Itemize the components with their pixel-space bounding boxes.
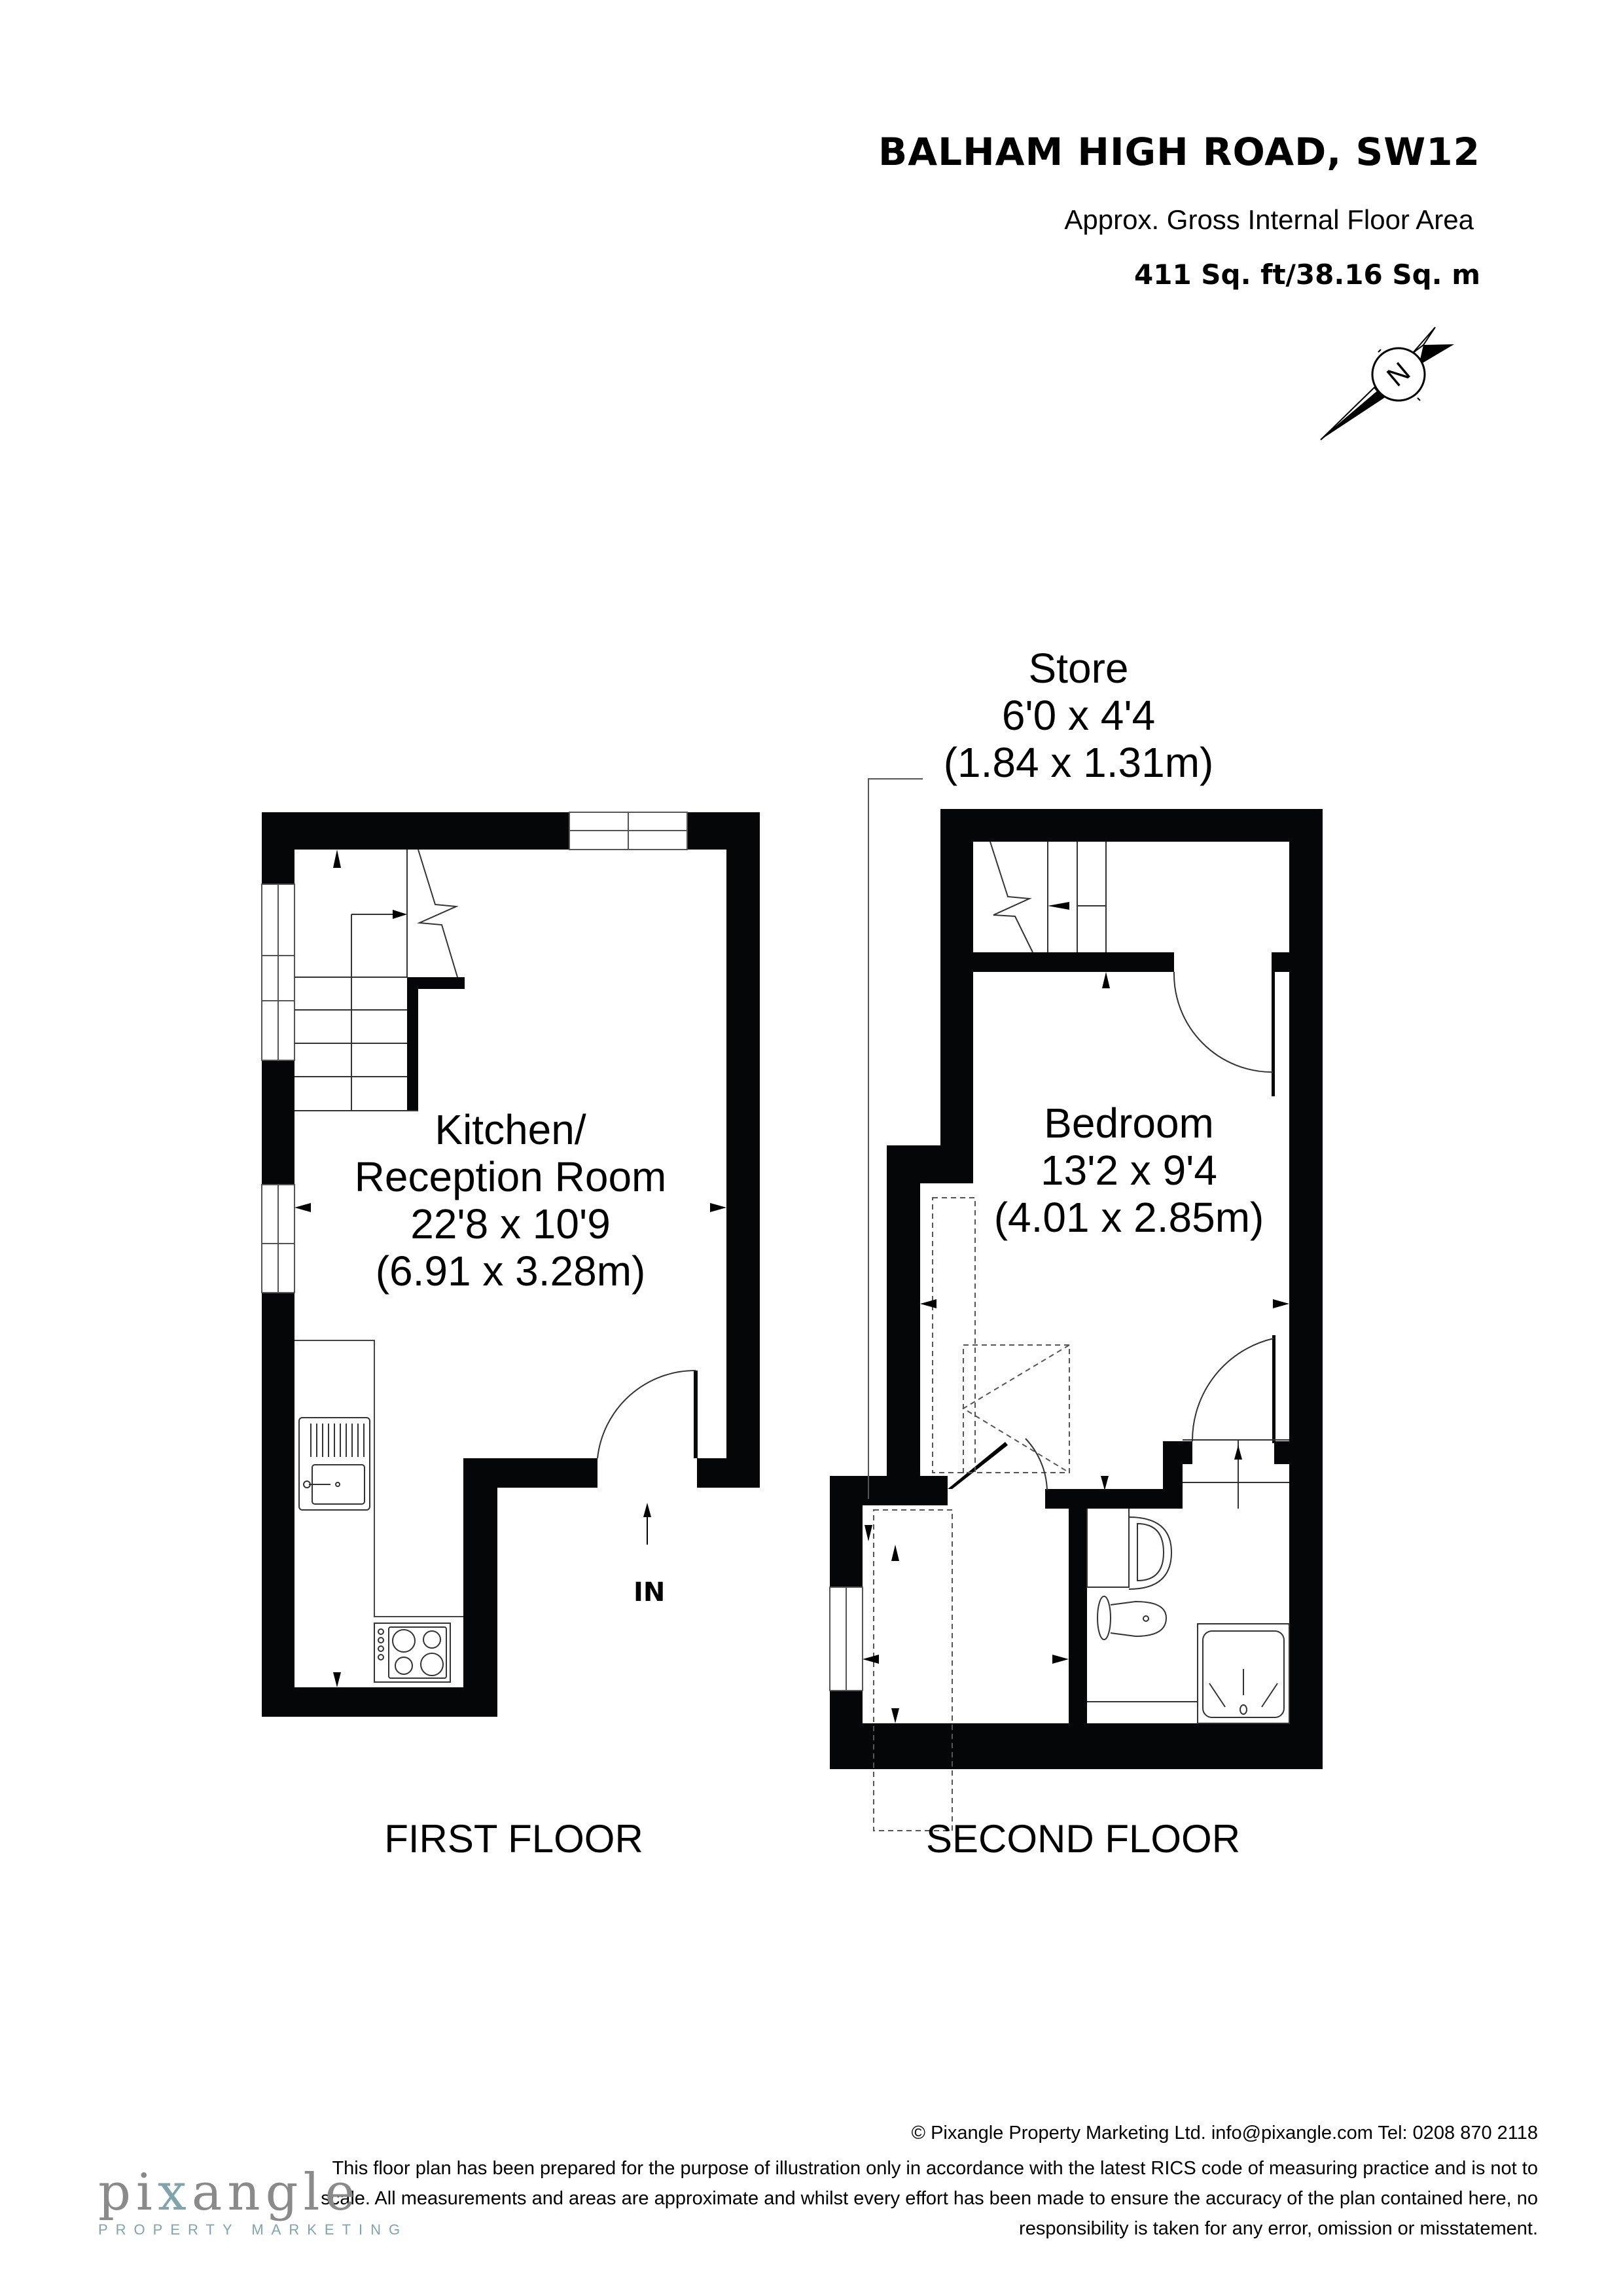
hob-icon: [374, 1623, 451, 1683]
bathroom-fixtures: [1086, 1509, 1290, 1724]
disclaimer-text: This floor plan has been prepared for th…: [321, 2158, 1538, 2239]
room-dimensions-imperial: 13'2 x 9'4: [1041, 1147, 1217, 1194]
room-dimensions-metric: (1.84 x 1.31m): [943, 739, 1214, 786]
room-name: Bedroom: [1044, 1100, 1214, 1147]
pixangle-logo: pixangle PROPERTY MARKETING: [98, 2166, 408, 2238]
room-name: Store: [1028, 645, 1129, 692]
floor-area-value: 411 Sq. ft/38.16 Sq. m: [1134, 259, 1480, 291]
second-floor-plan: [829, 778, 1323, 1831]
floor-label-first: FIRST FLOOR: [384, 1817, 643, 1861]
copyright-notice: © Pixangle Property Marketing Ltd. info@…: [911, 2123, 1538, 2144]
room-dimensions-imperial: 6'0 x 4'4: [1001, 692, 1156, 739]
property-title: BALHAM HIGH ROAD, SW12: [878, 130, 1480, 174]
room-label-kitchen-reception: Kitchen/ Reception Room 22'8 x 10'9 (6.9…: [355, 1106, 667, 1295]
room-name-line2: Reception Room: [354, 1153, 667, 1200]
logo-tagline: PROPERTY MARKETING: [98, 2221, 408, 2238]
logo-wordmark: pixangle: [98, 2163, 361, 2222]
room-dimensions-metric: (6.91 x 3.28m): [375, 1247, 646, 1295]
room-label-bedroom: Bedroom 13'2 x 9'4 (4.01 x 2.85m): [994, 1100, 1264, 1241]
room-dimensions-imperial: 22'8 x 10'9: [410, 1200, 611, 1247]
room-name: Kitchen/: [435, 1106, 586, 1153]
floor-label-second: SECOND FLOOR: [925, 1817, 1241, 1861]
entrance-label: IN: [633, 1577, 666, 1607]
floor-area-caption: Approx. Gross Internal Floor Area: [1064, 204, 1474, 235]
first-floor-plan: [261, 812, 760, 1717]
room-label-store: Store 6'0 x 4'4 (1.84 x 1.31m): [944, 645, 1214, 786]
room-dimensions-metric: (4.01 x 2.85m): [993, 1194, 1264, 1241]
